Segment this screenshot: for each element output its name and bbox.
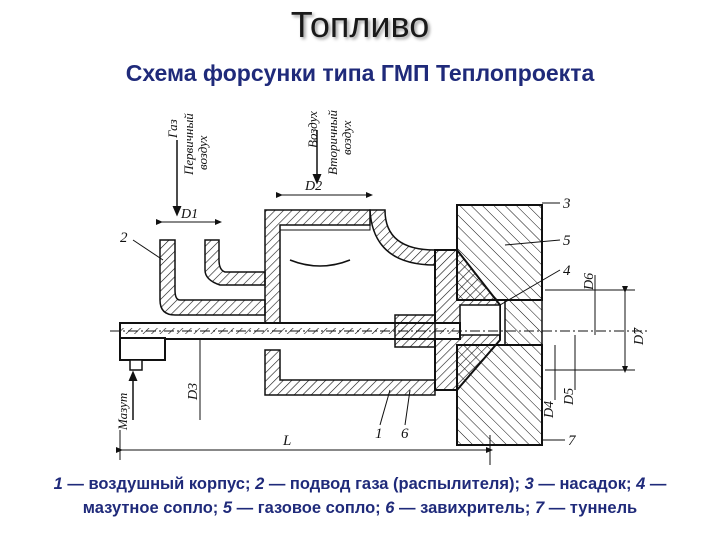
- callout-leaders: [132, 202, 565, 441]
- callout-6: 6: [401, 426, 409, 442]
- label-secondary-air-2: воздух: [339, 120, 354, 155]
- caption-num-2: 2: [255, 475, 265, 493]
- figure-caption: 1 — воздушный корпус; 2 — подвод газа (р…: [8, 472, 712, 520]
- caption-num-7: 7: [534, 499, 545, 517]
- air-casing: [264, 209, 436, 396]
- caption-text-7: — завихритель;: [394, 499, 535, 517]
- label-d6: D6: [582, 273, 597, 291]
- caption-text-8: — туннель: [544, 499, 638, 517]
- nozzle-cone: [434, 249, 501, 391]
- caption-text-3: — насадок;: [533, 475, 637, 493]
- caption-text-6: — газовое сопло;: [232, 499, 386, 517]
- caption-num-3: 3: [524, 475, 534, 493]
- caption-num-4: 4: [636, 475, 646, 493]
- slide-title: Топливо: [290, 4, 430, 45]
- dimension-lines: [116, 192, 635, 465]
- caption-num-6: 6: [385, 499, 395, 517]
- flow-arrows: [128, 130, 322, 420]
- label-primary-air-2: воздух: [195, 135, 210, 170]
- caption-text-4: —: [645, 475, 667, 493]
- label-d3: D3: [186, 383, 201, 401]
- caption-line-2: мазутное сопло; 5 — газовое сопло; 6 — з…: [8, 496, 712, 520]
- label-d1: D1: [180, 207, 198, 222]
- caption-text-1: — воздушный корпус;: [62, 475, 256, 493]
- label-length: L: [282, 433, 291, 449]
- oil-lance: [110, 314, 650, 371]
- callout-7: 7: [568, 433, 577, 449]
- label-air: Воздух: [305, 111, 320, 148]
- caption-num-5: 5: [222, 499, 233, 517]
- label-d2: D2: [304, 179, 322, 194]
- label-d4: D4: [542, 401, 557, 419]
- callout-4: 4: [563, 263, 571, 279]
- burner-schematic: Газ Первичный воздух Воздух Вторичный во…: [110, 110, 650, 465]
- label-primary-air-1: Первичный: [181, 113, 196, 176]
- callout-2: 2: [120, 230, 128, 246]
- label-secondary-air-1: Вторичный: [325, 110, 340, 175]
- callout-5: 5: [563, 233, 571, 249]
- caption-line-1: 1 — воздушный корпус; 2 — подвод газа (р…: [8, 472, 712, 496]
- caption-num-1: 1: [53, 475, 63, 493]
- gas-inlet: [159, 239, 266, 316]
- label-d7: D7: [632, 327, 647, 346]
- caption-text-2: — подвод газа (распылителя);: [264, 475, 525, 493]
- callout-3: 3: [562, 196, 571, 212]
- label-gas: Газ: [165, 119, 180, 139]
- caption-text-5: мазутное сопло;: [82, 499, 223, 517]
- label-d5: D5: [562, 388, 577, 406]
- slide-subtitle: Схема форсунки типа ГМП Теплопроекта: [125, 60, 595, 86]
- callout-1: 1: [375, 426, 383, 442]
- label-mazut: Мазут: [115, 393, 130, 431]
